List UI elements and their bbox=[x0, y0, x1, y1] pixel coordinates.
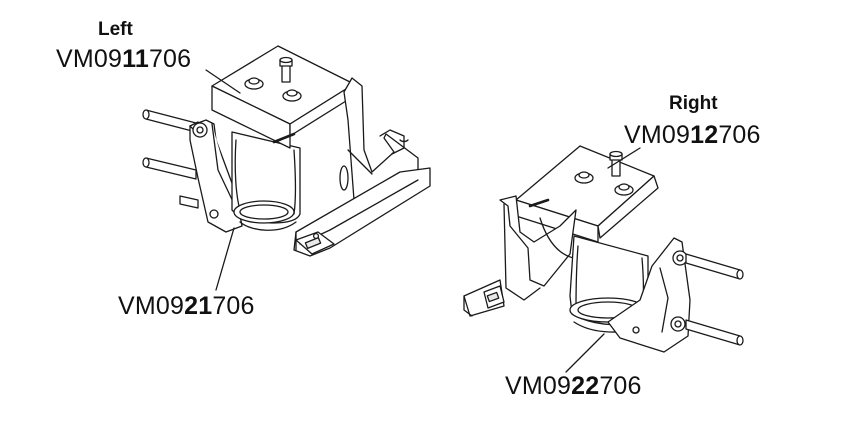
right-leader-lines bbox=[565, 147, 641, 373]
part-suffix: 706 bbox=[599, 372, 642, 400]
right-upper-part-number: VM0912706 bbox=[624, 121, 761, 150]
part-suffix: 706 bbox=[718, 121, 761, 149]
right-assembly bbox=[463, 145, 744, 373]
left-upper-bracket bbox=[211, 45, 431, 257]
left-mounting-studs bbox=[142, 109, 199, 209]
part-prefix: VM09 bbox=[624, 121, 691, 149]
part-side-code: 22 bbox=[571, 372, 600, 400]
part-suffix: 706 bbox=[148, 45, 192, 73]
left-leader-lines bbox=[205, 69, 241, 291]
part-prefix: VM09 bbox=[118, 292, 185, 320]
left-air-spring bbox=[231, 131, 301, 231]
part-prefix: VM09 bbox=[505, 372, 572, 400]
part-side-code: 12 bbox=[690, 121, 719, 149]
left-lower-bracket bbox=[189, 119, 243, 233]
right-lower-part-number: VM0922706 bbox=[505, 372, 642, 401]
left-upper-part-number: VM0911706 bbox=[56, 45, 191, 74]
left-heading: Left bbox=[98, 19, 133, 40]
right-upper-bracket bbox=[463, 145, 659, 317]
part-prefix: VM09 bbox=[56, 45, 123, 73]
part-side-code: 21 bbox=[184, 292, 213, 320]
left-lower-part-number: VM0921706 bbox=[118, 292, 255, 321]
right-heading: Right bbox=[669, 93, 718, 114]
left-assembly bbox=[142, 45, 431, 291]
right-mounting-studs bbox=[685, 253, 744, 346]
part-side-code: 11 bbox=[122, 45, 149, 73]
part-suffix: 706 bbox=[212, 292, 255, 320]
